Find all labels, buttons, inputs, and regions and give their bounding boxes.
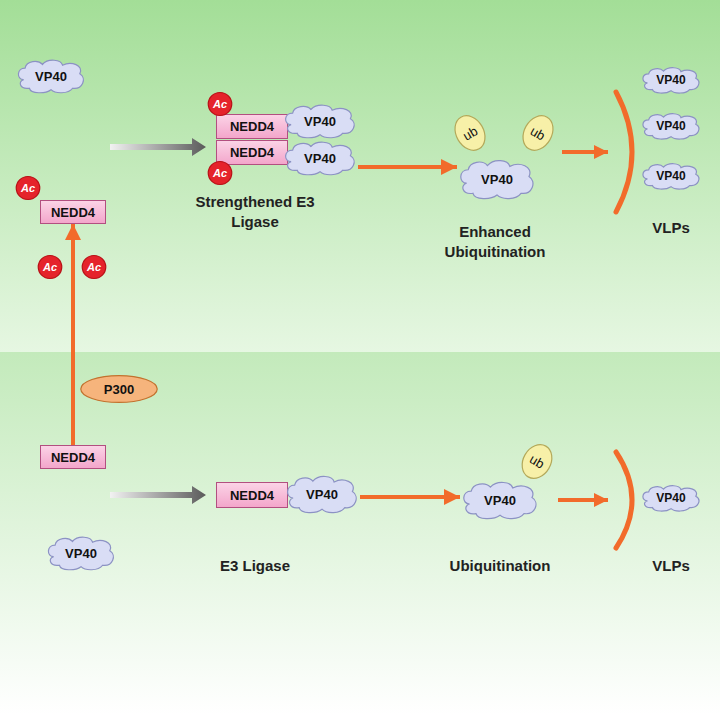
node-label: NEDD4 xyxy=(230,489,274,502)
vp40-shape xyxy=(461,161,533,199)
node-label: VP40 xyxy=(481,173,513,186)
node-label: NEDD4 xyxy=(230,146,274,159)
vp40-protein: VP40 xyxy=(640,162,702,190)
node-label: VP40 xyxy=(656,492,685,504)
stage-caption: E3 Ligase xyxy=(185,556,325,576)
vp40-shape xyxy=(643,114,699,139)
acetyl-group: Ac xyxy=(208,92,232,116)
p300-enzyme: P300 xyxy=(80,375,158,403)
nedd4-box: NEDD4 xyxy=(40,445,106,469)
vp40-shape xyxy=(464,482,536,518)
acetyl-group-shape xyxy=(208,161,232,184)
acetyl-group: Ac xyxy=(38,255,62,279)
vp40-shape xyxy=(643,486,699,511)
process-arrow xyxy=(71,224,75,445)
vp40-protein: VP40 xyxy=(45,535,117,571)
node-label: NEDD4 xyxy=(51,206,95,219)
vp40-protein: VP40 xyxy=(15,58,87,94)
node-label: NEDD4 xyxy=(230,120,274,133)
vp40-shape xyxy=(286,105,355,138)
node-label: VP40 xyxy=(484,494,516,507)
node-label: P300 xyxy=(104,383,134,396)
acetyl-group: Ac xyxy=(208,161,232,185)
binding-arrow xyxy=(110,138,206,156)
node-label: Ac xyxy=(21,183,35,194)
p300-enzyme-shape xyxy=(81,376,157,403)
stage-caption: VLPs xyxy=(636,556,706,576)
vp40-protein: VP40 xyxy=(640,484,702,512)
vp40-shape xyxy=(48,537,113,570)
acetyl-group-shape xyxy=(16,176,40,199)
stage-caption: Ubiquitination xyxy=(425,556,575,576)
vp40-shape xyxy=(286,142,355,175)
ubiquitin-tag-shape xyxy=(449,110,491,155)
process-arrow xyxy=(358,165,457,169)
node-label: Ac xyxy=(213,99,227,110)
membrane-bracket xyxy=(616,452,632,548)
membrane-bracket xyxy=(616,92,632,212)
vp40-protein: VP40 xyxy=(457,158,537,200)
stage-caption: VLPs xyxy=(636,218,706,238)
node-label: VP40 xyxy=(656,120,685,132)
vp40-protein: VP40 xyxy=(460,480,540,520)
nedd4-box: NEDD4 xyxy=(216,482,288,508)
acetyl-group-shape xyxy=(38,255,62,278)
vp40-protein: VP40 xyxy=(640,112,702,140)
node-label: VP40 xyxy=(65,547,97,560)
nedd4-box: NEDD4 xyxy=(40,200,106,224)
nedd4-box: NEDD4 xyxy=(216,114,288,139)
node-label: VP40 xyxy=(306,488,338,501)
top-panel xyxy=(0,0,720,352)
node-label: Ac xyxy=(213,168,227,179)
node-label: VP40 xyxy=(656,170,685,182)
node-label: NEDD4 xyxy=(51,451,95,464)
binding-arrow xyxy=(110,486,206,504)
node-label: VP40 xyxy=(35,70,67,83)
release-arrow xyxy=(562,150,608,154)
vp40-protein: VP40 xyxy=(282,103,358,139)
vp40-protein: VP40 xyxy=(282,140,358,176)
vp40-protein: VP40 xyxy=(640,66,702,94)
acetyl-group-shape xyxy=(82,255,106,278)
process-arrow xyxy=(360,495,460,499)
vp40-shape xyxy=(643,164,699,189)
vp40-shape xyxy=(643,68,699,93)
vp40-shape xyxy=(288,476,357,512)
vp40-shape xyxy=(18,60,83,93)
node-label: Ac xyxy=(43,262,57,273)
acetyl-group-shape xyxy=(208,92,232,115)
stage-caption: Enhanced Ubiquitination xyxy=(430,222,560,263)
node-label: Ac xyxy=(87,262,101,273)
stage-caption: Strengthened E3 Ligase xyxy=(185,192,325,233)
node-label: VP40 xyxy=(656,74,685,86)
nedd4-box: NEDD4 xyxy=(216,140,288,165)
bottom-panel xyxy=(0,352,720,715)
vp40-protein: VP40 xyxy=(284,474,360,514)
node-label: VP40 xyxy=(304,115,336,128)
node-label: VP40 xyxy=(304,152,336,165)
acetyl-group: Ac xyxy=(16,176,40,200)
release-arrow xyxy=(558,498,608,502)
ubiquitin-tag-shape xyxy=(516,439,558,483)
ubiquitin-tag-shape xyxy=(517,110,559,155)
acetyl-group: Ac xyxy=(82,255,106,279)
